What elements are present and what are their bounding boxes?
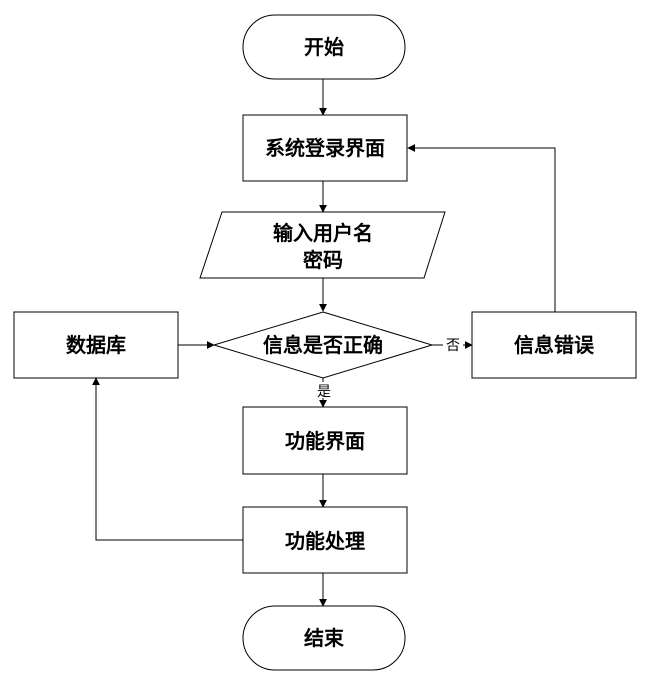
no-label: 否 [446, 338, 460, 354]
error-node: 信息错误 [471, 311, 637, 379]
end-text: 结束 [304, 626, 345, 650]
function-ui-shape [242, 406, 408, 475]
decision-text: 信息是否正确 [263, 333, 383, 357]
start-text: 开始 [304, 35, 344, 59]
error-shape [471, 311, 637, 379]
yes-label: 是 [317, 384, 331, 400]
no-label-background [443, 337, 463, 353]
function-process-node: 功能处理 [242, 506, 408, 574]
function-ui-node: 功能界面 [242, 406, 408, 475]
database-node: 数据库 [13, 311, 179, 379]
login-text: 系统登录界面 [265, 136, 385, 160]
edge-function-process-to-database [92, 377, 243, 541]
end-shape [242, 605, 406, 671]
decision-node: 信息是否正确 [212, 311, 434, 379]
decision-shape [212, 311, 434, 379]
input-text-line1: 输入用户名 [273, 221, 373, 245]
database-text: 数据库 [66, 333, 126, 357]
database-shape [13, 311, 179, 379]
edge-error-to-login [407, 144, 556, 312]
input-node: 输入用户名 密码 [199, 211, 446, 279]
input-text-line2: 密码 [303, 248, 343, 272]
login-shape [242, 114, 408, 182]
login-node: 系统登录界面 [242, 114, 408, 182]
function-process-shape [242, 506, 408, 574]
function-ui-text: 功能界面 [285, 429, 365, 453]
error-text: 信息错误 [514, 333, 595, 357]
yes-label-background [314, 382, 334, 398]
start-node: 开始 [242, 14, 406, 80]
end-node: 结束 [242, 605, 406, 671]
start-shape [242, 14, 406, 80]
input-shape [199, 211, 446, 279]
function-process-text: 功能处理 [285, 529, 365, 553]
